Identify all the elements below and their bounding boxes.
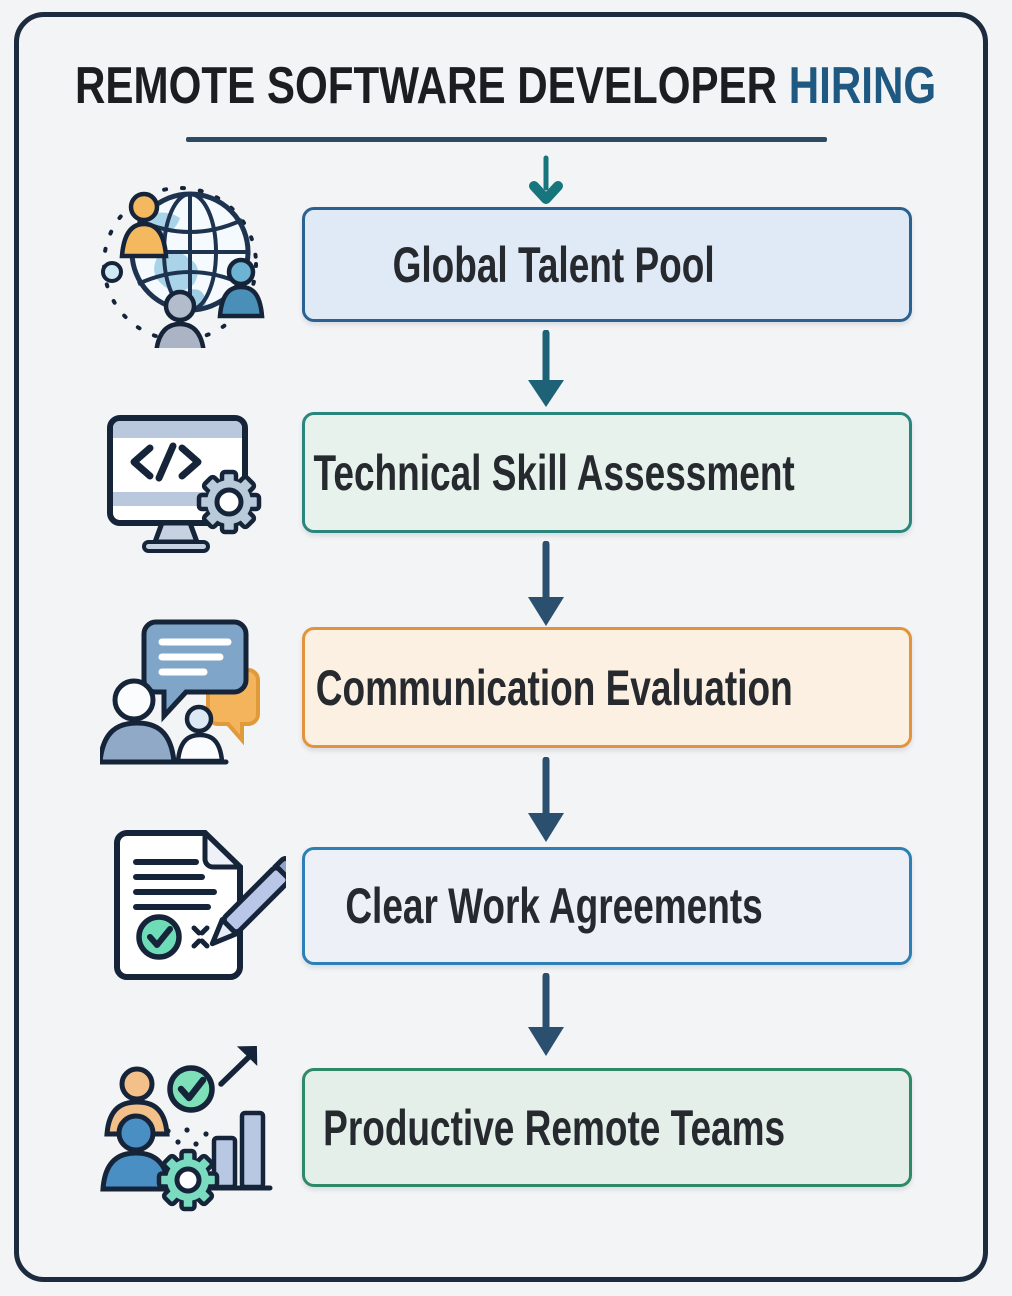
- down-arrow-icon: [529, 155, 563, 204]
- gear: [156, 1148, 220, 1212]
- check-badge: [136, 914, 182, 960]
- person-orange: [119, 191, 169, 259]
- bar-chart: [203, 1110, 273, 1191]
- person-right: [175, 704, 225, 764]
- page-title-text: REMOTE SOFTWARE DEVELOPER HIRING: [75, 54, 936, 118]
- bubble-blue: [141, 619, 249, 723]
- title-accent: HIRING: [789, 57, 937, 115]
- globe-people-network-icon: [92, 172, 268, 357]
- down-arrow-icon: [528, 541, 564, 626]
- page-title: REMOTE SOFTWARE DEVELOPER HIRING: [0, 54, 1012, 118]
- pen: [209, 856, 300, 947]
- flow-step-productive-remote-teams: Productive Remote Teams: [302, 1068, 912, 1187]
- outer-frame: [14, 12, 988, 1282]
- dots: [165, 1127, 209, 1147]
- title-underline: [186, 137, 827, 142]
- trend-arrow: [218, 1045, 258, 1087]
- code-monitor-gear-icon: [98, 404, 288, 571]
- team-growth-gear-icon: [90, 1032, 290, 1225]
- title-main: REMOTE SOFTWARE DEVELOPER: [75, 57, 790, 115]
- person-left: [97, 678, 177, 765]
- flow-step-clear-work-agreements: Clear Work Agreements: [302, 847, 912, 965]
- flow-step-global-talent-pool: Global Talent Pool: [302, 207, 912, 322]
- check-badge: [167, 1065, 215, 1113]
- flow-step-label: Productive Remote Teams: [323, 1099, 785, 1156]
- down-arrow-icon: [528, 330, 564, 407]
- flow-step-communication-evaluation: Communication Evaluation: [302, 627, 912, 748]
- signed-document-pen-icon: [104, 826, 300, 997]
- flow-step-label: Clear Work Agreements: [345, 878, 763, 934]
- down-arrow-icon: [528, 757, 564, 842]
- person-blue: [217, 257, 265, 319]
- down-arrow-icon: [528, 973, 564, 1056]
- flow-step-technical-skill-assessment: Technical Skill Assessment: [302, 412, 912, 533]
- flow-step-label: Technical Skill Assessment: [313, 444, 795, 501]
- gear: [196, 469, 262, 535]
- chat-bubbles-people-icon: [97, 612, 296, 793]
- x-marks: [191, 925, 210, 949]
- flow-step-label: Communication Evaluation: [315, 659, 793, 716]
- person-gray: [153, 289, 207, 357]
- flow-step-label: Global Talent Pool: [392, 236, 716, 293]
